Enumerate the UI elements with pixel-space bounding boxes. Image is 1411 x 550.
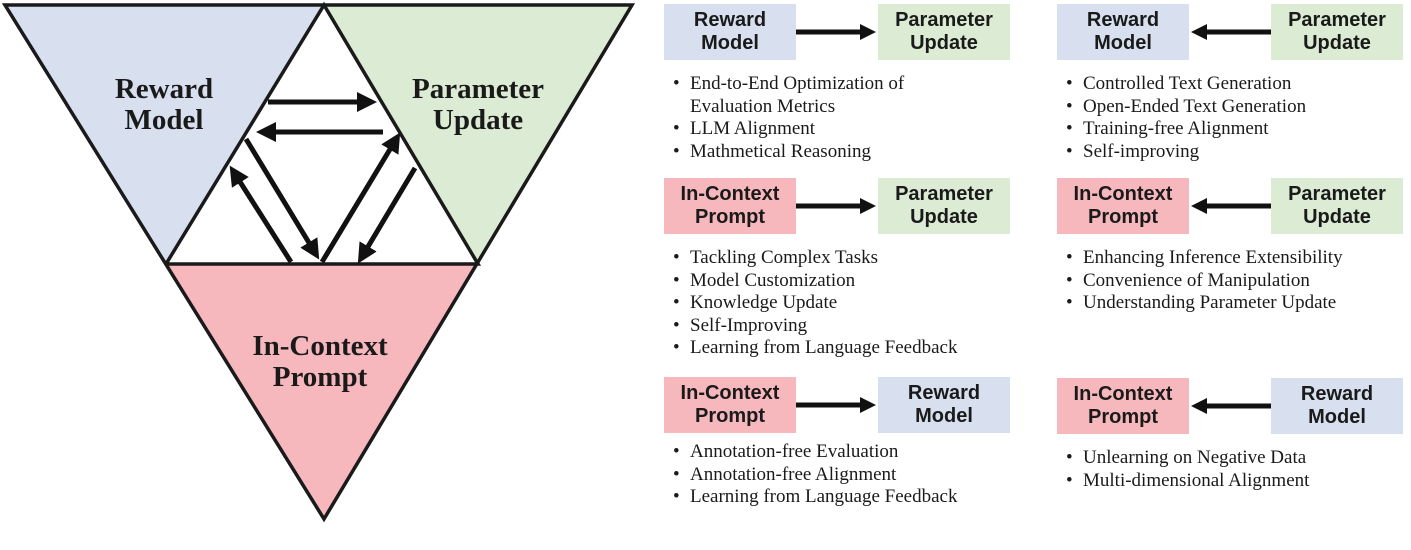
- list-item: Unlearning on Negative Data: [1066, 447, 1309, 470]
- arrow-reward-to-prompt: [243, 137, 320, 260]
- list-item: Open-Ended Text Generation: [1066, 96, 1306, 119]
- list-item: Controlled Text Generation: [1066, 73, 1306, 96]
- inner-triangle-outline: [164, 1, 482, 266]
- triangle-diagram: [1, 1, 636, 523]
- arrow-param-to-prompt: [357, 166, 418, 264]
- list-item: Self-improving: [1066, 141, 1306, 164]
- parameter-update-label: Parameter Update: [411, 73, 545, 136]
- reward-model-label: Reward Model: [114, 73, 214, 136]
- list-item: Convenience of Manipulation: [1066, 270, 1343, 293]
- arrow-prompt-to-param: [319, 132, 401, 264]
- arrow-right-icon: [796, 24, 876, 40]
- in-context-prompt-label: In-Context Prompt: [252, 330, 388, 393]
- parameter-update-region: [324, 5, 632, 264]
- arrow-prompt-to-reward: [229, 165, 294, 264]
- arrow-left-icon: [1191, 398, 1271, 414]
- application-list: Unlearning on Negative Data Multi-dimens…: [1066, 447, 1309, 492]
- list-item: Enhancing Inference Extensibility: [1066, 247, 1343, 270]
- list-item: Self-Improving: [673, 315, 957, 338]
- application-list: Controlled Text Generation Open-Ended Te…: [1066, 73, 1306, 163]
- list-item: End-to-End Optimization of: [673, 73, 904, 96]
- list-item: Learning from Language Feedback: [673, 337, 957, 360]
- in-context-prompt-region: [166, 264, 478, 519]
- list-item: LLM Alignment: [673, 118, 904, 141]
- arrow-left-icon: [1191, 198, 1271, 214]
- list-item: Multi-dimensional Alignment: [1066, 470, 1309, 493]
- list-item: Learning from Language Feedback: [673, 486, 957, 509]
- list-item: Model Customization: [673, 270, 957, 293]
- list-item: Understanding Parameter Update: [1066, 292, 1343, 315]
- arrow-left-icon: [1191, 24, 1271, 40]
- list-item: Training-free Alignment: [1066, 118, 1306, 141]
- list-item: Evaluation Metrics: [690, 95, 836, 117]
- application-list: End-to-End Optimization of Evaluation Me…: [673, 73, 904, 163]
- list-item: Annotation-free Evaluation: [673, 441, 957, 464]
- list-item: Tackling Complex Tasks: [673, 247, 957, 270]
- application-list: Annotation-free Evaluation Annotation-fr…: [673, 441, 957, 509]
- reward-model-region: [5, 5, 324, 264]
- application-list: Tackling Complex Tasks Model Customizati…: [673, 247, 957, 360]
- list-item: Knowledge Update: [673, 292, 957, 315]
- arrow-right-icon: [796, 198, 876, 214]
- list-item: Mathmetical Reasoning: [673, 141, 904, 164]
- arrow-right-icon: [796, 397, 876, 413]
- list-item: Annotation-free Alignment: [673, 464, 957, 487]
- application-list: Enhancing Inference Extensibility Conven…: [1066, 247, 1343, 315]
